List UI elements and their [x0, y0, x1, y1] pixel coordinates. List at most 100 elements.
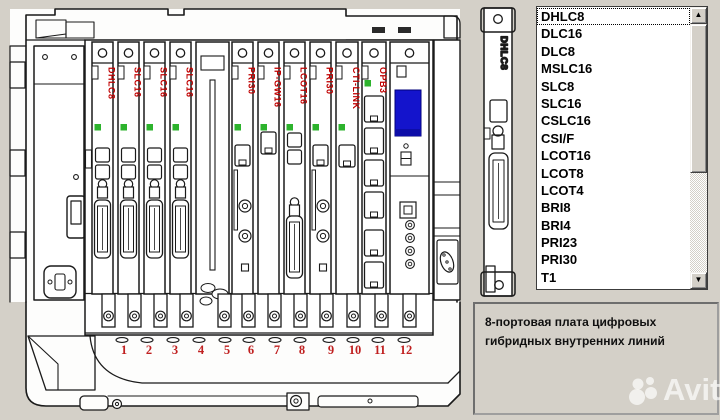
card-latch: [101, 293, 116, 328]
card-description-box: 8-портовая плата цифровых гибридных внут…: [473, 302, 719, 415]
list-item-pri30[interactable]: PRI30: [541, 252, 578, 268]
list-item-slc16[interactable]: SLC16: [541, 95, 582, 111]
list-item-dlc8[interactable]: DLC8: [541, 43, 575, 59]
slot-number: 7: [274, 343, 280, 357]
status-led: [312, 124, 319, 131]
screw: [97, 48, 108, 58]
slot-number: 6: [248, 343, 254, 357]
list-item-t1[interactable]: T1: [541, 269, 557, 285]
status-led: [234, 124, 241, 131]
list-item-lcot4[interactable]: LCOT4: [541, 182, 584, 198]
rj45-jack: [363, 95, 385, 123]
screw: [493, 14, 503, 24]
vent-slot: [398, 27, 411, 33]
status-led: [260, 124, 267, 131]
wall-tab: [9, 61, 26, 89]
slot-number: 12: [400, 343, 413, 357]
status-led: [364, 80, 371, 87]
list-item-lcot8[interactable]: LCOT8: [541, 165, 584, 181]
list-item-mslc16[interactable]: MSLC16: [541, 61, 593, 77]
card-latch: [241, 293, 256, 328]
screw: [315, 48, 326, 58]
slot-card-2: SLC16: [117, 41, 154, 343]
slot-card-7: IP-GW16: [257, 41, 283, 343]
screw: [71, 54, 77, 60]
screw: [263, 48, 274, 58]
screw: [494, 280, 504, 290]
slot-card-label: OPB3: [378, 67, 388, 94]
rj45-jack: [363, 127, 385, 155]
screw: [369, 48, 379, 58]
slot-card-1: DHLC8: [91, 41, 129, 343]
status-led: [172, 124, 179, 131]
slot-number: 3: [172, 343, 178, 357]
slot-card-6: PRI30: [231, 41, 257, 343]
list-item-bri4[interactable]: BRI4: [541, 217, 571, 233]
status-led: [146, 124, 153, 131]
slot-card-label: LCOT16: [299, 67, 309, 105]
slot-number: 2: [146, 343, 152, 357]
scroll-down-button[interactable]: ▼: [690, 272, 707, 289]
slot-card-label: DHLC8: [107, 67, 117, 100]
listbox-scrollbar[interactable]: ▲ ▼: [690, 7, 707, 289]
slot-card-label: PRI30: [247, 67, 257, 95]
amphenol-connector: [488, 152, 509, 230]
card-latch: [374, 293, 389, 328]
slot-card-8: LCOT16: [283, 41, 309, 343]
scrollbar-thumb[interactable]: [690, 24, 707, 173]
card-latch: [127, 293, 142, 328]
wall-tab: [9, 149, 26, 177]
card-latch: [267, 293, 282, 328]
slot-card-12: [389, 41, 430, 343]
card-latch: [179, 293, 194, 328]
slot-card-label: SLC16: [159, 67, 169, 98]
list-item-cslc16[interactable]: CSLC16: [541, 113, 591, 129]
handle-hook: [443, 15, 461, 39]
list-item-pri23[interactable]: PRI23: [541, 235, 578, 251]
slot-card-label: SLC16: [185, 67, 195, 98]
base-screw: [111, 398, 123, 410]
notch: [483, 127, 491, 140]
scroll-up-button[interactable]: ▲: [690, 7, 707, 24]
slot-number: 4: [198, 343, 205, 357]
screw: [42, 54, 48, 60]
slot-card-label: CTI-LINK: [351, 67, 361, 110]
vent-slot: [372, 27, 385, 33]
list-item-csif[interactable]: CSI/F: [541, 130, 575, 146]
serial-port-panel: [436, 239, 459, 285]
screw: [149, 48, 160, 58]
list-item-slc8[interactable]: SLC8: [541, 78, 575, 94]
slot-card-9: PRI30: [309, 41, 336, 343]
screw: [289, 48, 300, 58]
slot-card-4: SLC16: [169, 41, 206, 343]
screw: [123, 48, 134, 58]
slot-card-label: SLC16: [133, 67, 143, 98]
rj45-jack: [363, 159, 385, 187]
list-item-dhlc8[interactable]: DHLC8: [537, 8, 690, 26]
right-io-column: [433, 39, 461, 301]
list-item-bri8[interactable]: BRI8: [541, 200, 571, 216]
card-latch: [346, 293, 361, 328]
list-item-dlc16[interactable]: DLC16: [541, 26, 583, 42]
list-item-lcot16[interactable]: LCOT16: [541, 148, 591, 164]
status-led: [94, 124, 101, 131]
slot-card-11: OPB3: [361, 41, 389, 343]
card-latch: [319, 293, 334, 328]
slot-number: 11: [374, 343, 386, 357]
base-foot: [79, 395, 109, 411]
screw: [342, 48, 352, 58]
side-card: DHLC8: [480, 7, 516, 297]
card-latch: [293, 293, 308, 328]
slot-number: 10: [349, 343, 362, 357]
slot-card-3: SLC16: [143, 41, 180, 343]
screw: [175, 48, 186, 58]
slot-number: 8: [299, 343, 305, 357]
rj45-jack: [363, 229, 385, 257]
slot-number: 1: [121, 343, 127, 357]
card-latch: [217, 293, 232, 328]
card-latch: [153, 293, 168, 328]
status-led: [286, 124, 293, 131]
